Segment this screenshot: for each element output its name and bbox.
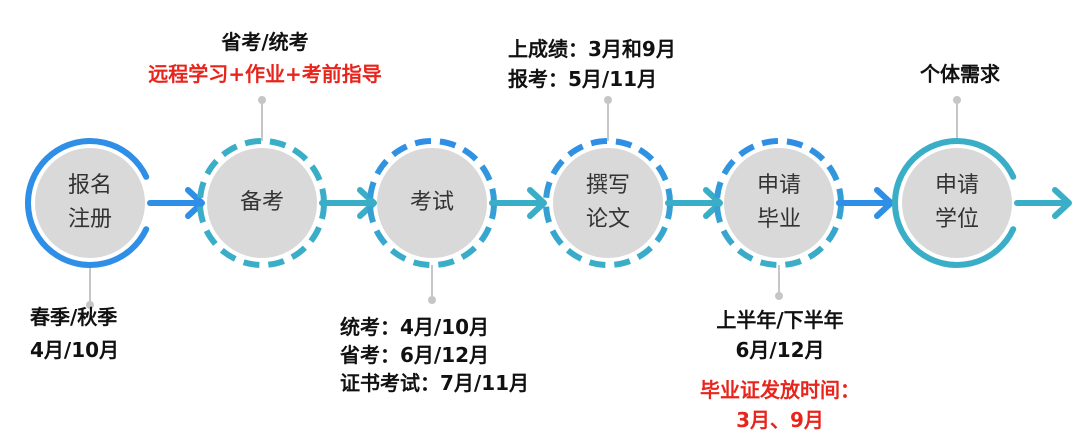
diploma-issue-label: 毕业证发放时间： (700, 378, 860, 402)
degree-individual-need: 个体需求 (920, 62, 1000, 86)
connector-dot-exam (428, 296, 436, 304)
connector-dot-thesis (604, 96, 612, 104)
register-seasons: 春季/秋季 (30, 305, 118, 329)
flow-arrowhead-prepare (357, 187, 377, 219)
thesis-registration: 报考：5月/11月 (508, 67, 658, 91)
thesis-results: 上成绩：3月和9月 (508, 37, 676, 61)
step-disc-prepare (207, 148, 317, 258)
step-disc-graduation (724, 148, 834, 258)
flow-arrowhead-graduation (874, 187, 894, 219)
step-label-prepare: 备考 (239, 190, 284, 215)
graduation-months: 6月/12月 (735, 338, 825, 362)
step-ring-degree (892, 138, 1017, 268)
flow-arrowhead-register (185, 187, 205, 219)
prep-study-methods: 远程学习+作业+考前指导 (148, 62, 382, 86)
graduation-halves: 上半年/下半年 (716, 308, 844, 332)
connector-dot-graduation (775, 292, 783, 300)
step-label-graduation: 申请毕业 (756, 173, 801, 232)
connector-dot-prepare (258, 96, 266, 104)
register-months: 4月/10月 (30, 338, 120, 362)
step-label-register: 报名注册 (67, 173, 112, 232)
flow-arrowhead-thesis (703, 187, 723, 219)
step-disc-exam (377, 148, 487, 258)
flow-arrowhead-degree (1052, 187, 1072, 219)
prep-exam-types: 省考/统考 (221, 30, 309, 54)
exam-unified: 统考：4月/10月 (340, 315, 490, 339)
flow-arrowhead-exam (527, 187, 547, 219)
connector-dot-degree (953, 96, 961, 104)
step-disc-thesis (553, 148, 663, 258)
step-disc-degree (902, 148, 1012, 258)
step-disc-register (35, 148, 145, 258)
exam-certificate: 证书考试：7月/11月 (340, 371, 530, 395)
step-label-thesis: 撰写论文 (585, 173, 630, 232)
step-label-degree: 申请学位 (934, 173, 979, 232)
connector-dot-register (86, 301, 94, 309)
step-label-exam: 考试 (409, 190, 454, 215)
step-ring-register (25, 138, 150, 268)
exam-provincial: 省考：6月/12月 (340, 343, 490, 367)
diploma-issue-months: 3月、9月 (736, 408, 824, 432)
